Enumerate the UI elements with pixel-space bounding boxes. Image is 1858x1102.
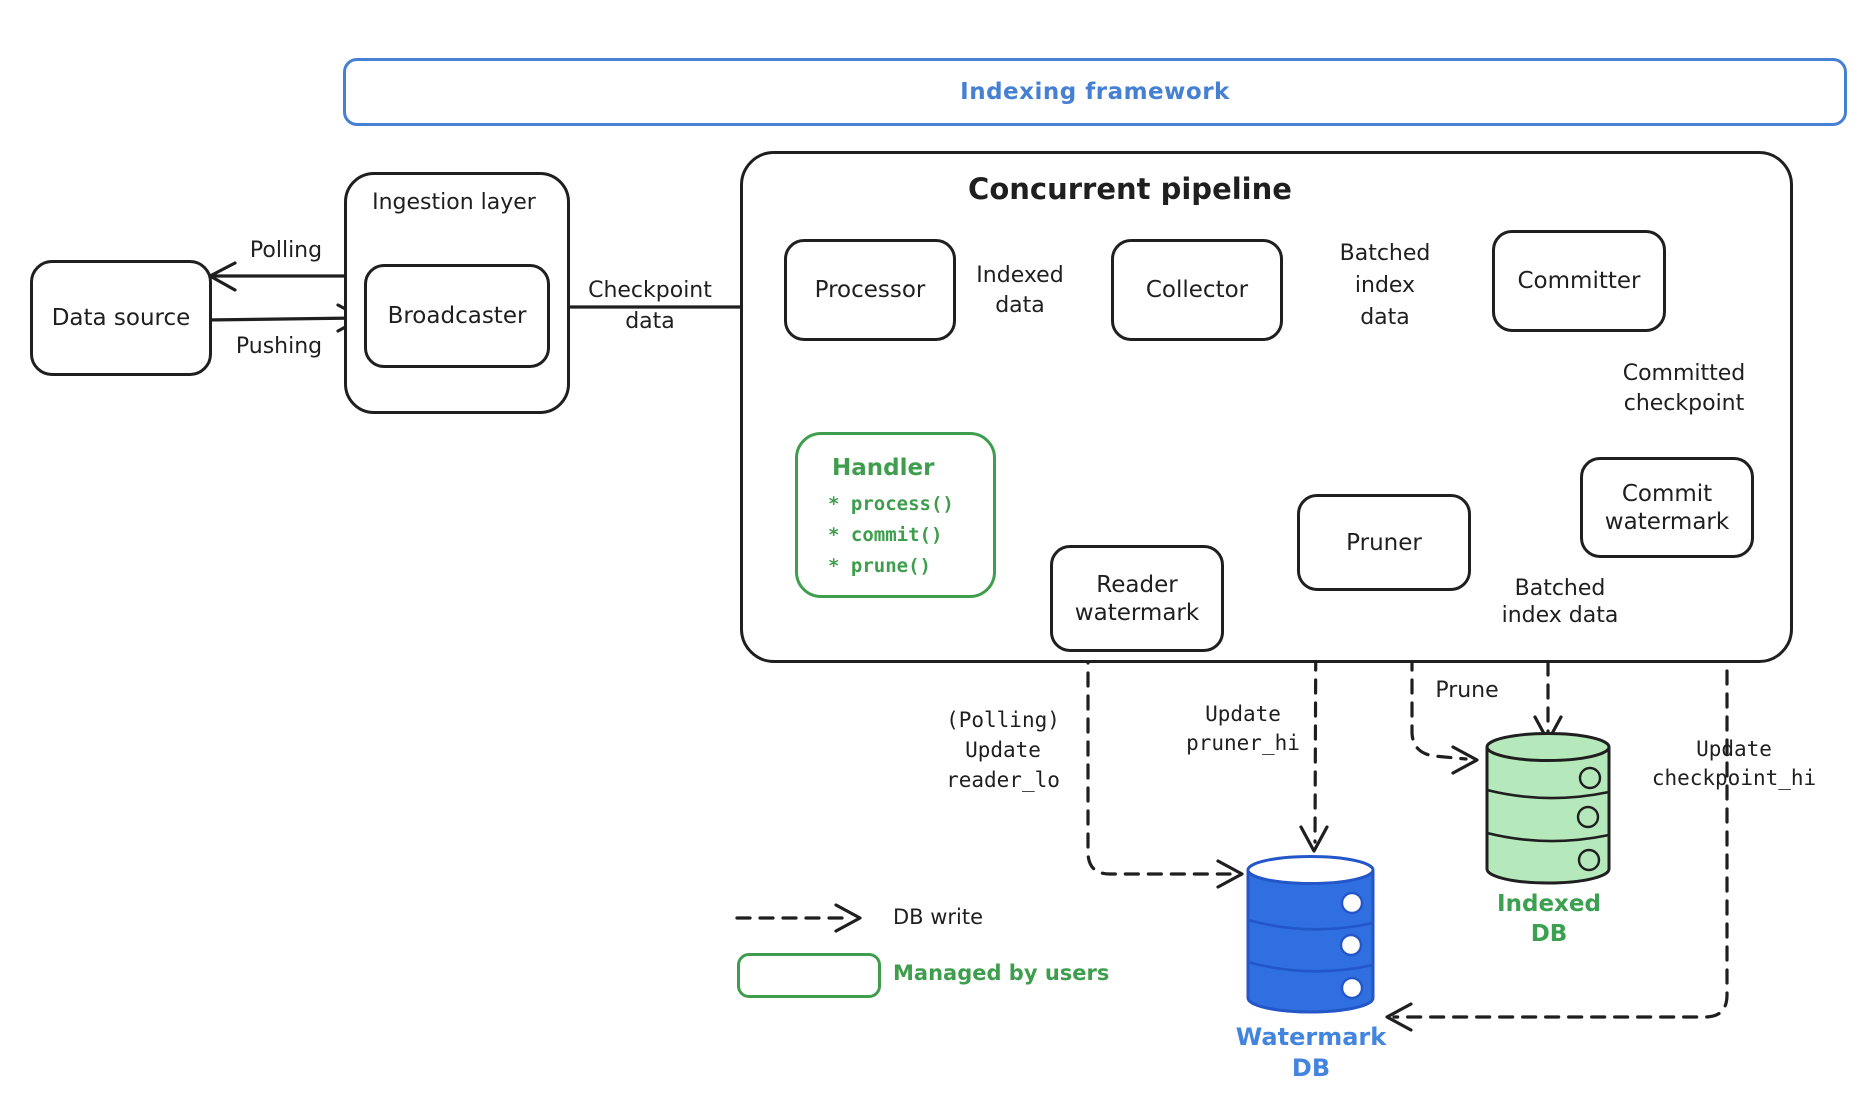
broadcaster-node: Broadcaster [364, 264, 550, 368]
handler-method-process: * process() [828, 493, 954, 515]
watermark-db-label: Watermark DB [1235, 1023, 1387, 1082]
batched-index-data-bottom-label: Batched index data [1501, 576, 1619, 628]
indexed-db-label: Indexed DB [1497, 891, 1601, 947]
update-pruner-hi-label: Update pruner_hi [1186, 702, 1300, 755]
processor-node: Processor [784, 239, 956, 341]
prune-arrowhead [1451, 745, 1479, 775]
commit-watermark-label: Commit watermark [1604, 480, 1730, 535]
pushing-label: Pushing [235, 334, 323, 359]
update-reader-lo-arrowhead [1216, 859, 1244, 889]
update-reader-lo-label: (Polling) Update reader_lo [946, 708, 1060, 792]
collector-label: Collector [1145, 277, 1249, 303]
pruner-label: Pruner [1346, 529, 1422, 556]
reader-watermark-label: Reader watermark [1074, 571, 1200, 626]
update-reader-lo-dashed [1086, 648, 1232, 876]
batched-index-data-label: Batched index data [1339, 241, 1431, 330]
ingestion-layer-label: Ingestion layer [372, 190, 536, 215]
indexed-db-cylinder [1485, 732, 1611, 885]
legend-db-write-label: DB write [893, 905, 984, 929]
data-source-node: Data source [30, 260, 212, 376]
pushing-arrow [204, 303, 364, 333]
reader-watermark-node: Reader watermark [1050, 545, 1224, 652]
legend-managed-by-users-swatch [737, 953, 881, 998]
handler-method-prune: * prune() [828, 555, 931, 577]
concurrent-pipeline-title: Concurrent pipeline [968, 172, 1292, 206]
polling-label: Polling [249, 238, 323, 263]
committer-node: Committer [1492, 230, 1666, 332]
broadcaster-label: Broadcaster [387, 303, 527, 329]
data-source-label: Data source [51, 305, 191, 331]
polling-arrow [208, 261, 350, 292]
update-pruner-hi-arrowhead [1299, 825, 1329, 853]
processor-label: Processor [814, 277, 926, 303]
update-pruner-hi-dashed [1313, 586, 1318, 844]
collector-node: Collector [1111, 239, 1283, 341]
update-checkpoint-hi-label: Update checkpoint_hi [1651, 737, 1817, 790]
update-checkpoint-hi-arrowhead [1385, 1002, 1413, 1032]
checkpoint-data-label: Checkpoint data [588, 278, 712, 334]
committer-label: Committer [1517, 268, 1641, 294]
prune-dashed [1410, 586, 1468, 761]
handler-title: Handler [832, 455, 935, 481]
legend-db-write-arrowhead [834, 903, 862, 933]
handler-node: Handler * process() * commit() * prune() [795, 432, 996, 598]
indexing-framework-title: Indexing framework [960, 79, 1230, 105]
pruner-node: Pruner [1297, 494, 1471, 591]
commit-watermark-node: Commit watermark [1580, 457, 1754, 558]
update-checkpoint-hi-dashed [1392, 554, 1729, 1019]
legend-managed-by-users-label: Managed by users [893, 961, 1110, 985]
handler-method-commit: * commit() [828, 524, 943, 546]
watermark-db-cylinder [1246, 855, 1375, 1014]
prune-label: Prune [1435, 678, 1499, 703]
committed-checkpoint-label: Committed checkpoint [1622, 361, 1746, 416]
indexed-data-label: Indexed data [976, 263, 1064, 318]
indexing-framework-frame: Indexing framework [343, 58, 1847, 126]
